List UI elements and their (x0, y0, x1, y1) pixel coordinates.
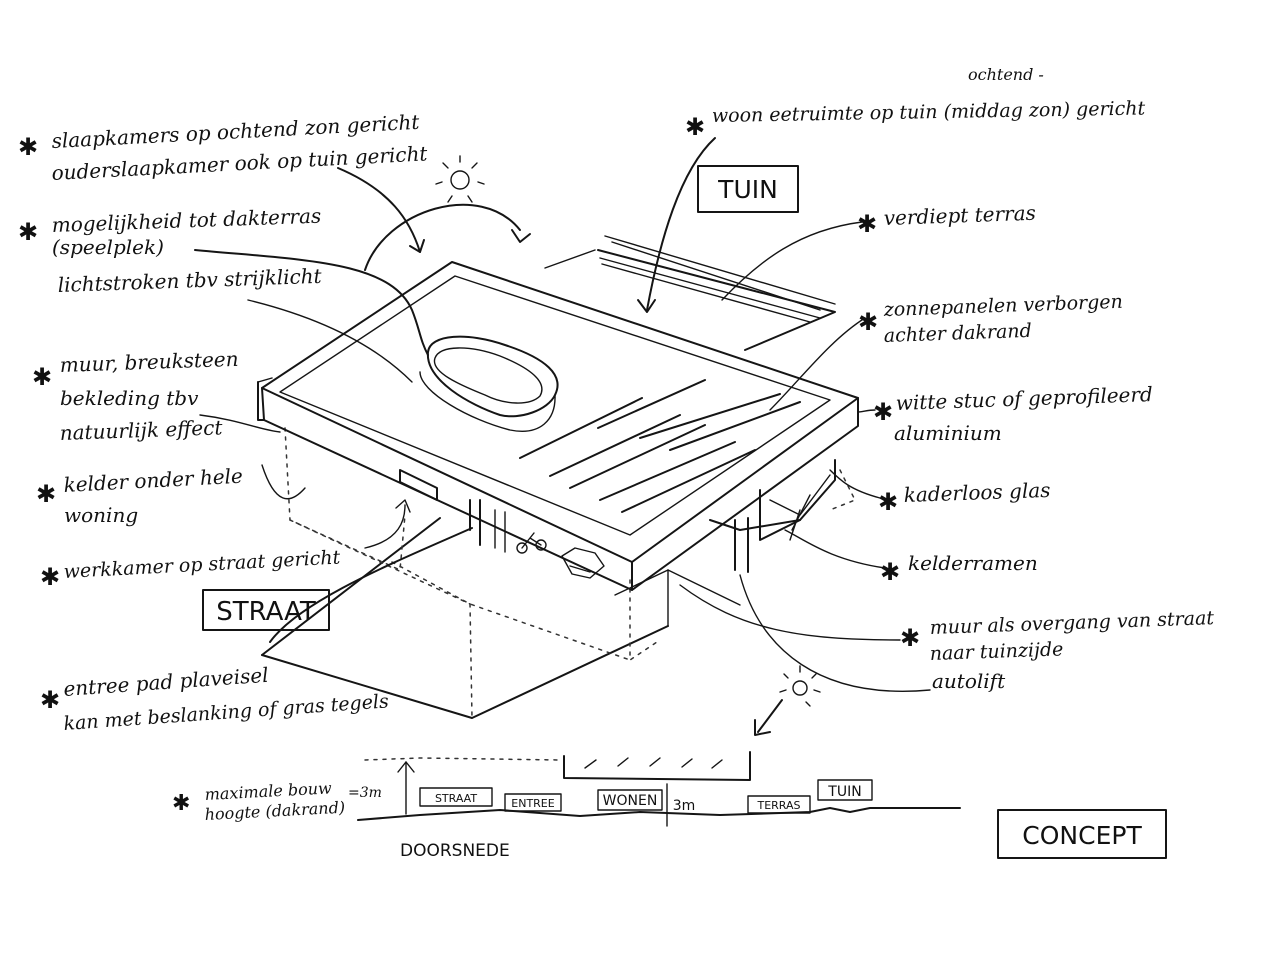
annotation-autolift: autolift (932, 669, 1006, 693)
annotation-verdiept: verdiept terras (883, 201, 1036, 230)
annotation-lichtstroken: lichtstroken tbv strijklicht (57, 264, 323, 297)
section-height: 3m (673, 798, 696, 814)
sun-icon (435, 155, 485, 203)
asterisk-icon: ✱ (878, 488, 898, 516)
asterisk-icon: ✱ (685, 113, 705, 141)
concept-label-box: CONCEPT (997, 809, 1167, 859)
section-wonen: WONEN (603, 793, 658, 809)
section-terras: TERRAS (756, 799, 800, 812)
annotation-entree: entree pad plaveisel (63, 663, 270, 701)
asterisk-icon: ✱ (40, 686, 60, 714)
annotation-kaderloos: kaderloos glas (903, 478, 1050, 507)
asterisk-icon: ✱ (18, 218, 38, 246)
annotation-dakterras: mogelijkheid tot dakterras (51, 204, 321, 237)
sun-icon (779, 665, 821, 707)
annotation-bekleding: bekleding tbv (60, 386, 199, 410)
straat-label-box: STRAAT (202, 589, 330, 631)
tuin-label: TUIN (717, 175, 778, 204)
tuin-label-box: TUIN (697, 165, 799, 213)
asterisk-icon: ✱ (18, 133, 38, 161)
annotation-muur: muur, breuksteen (59, 347, 239, 377)
asterisk-icons: ✱ ✱ ✱ ✱ ✱ ✱ ✱ ✱ ✱ ✱ ✱ ✱ ✱ ✱ (18, 113, 920, 816)
annotation-zonnepanelen: zonnepanelen verborgen (882, 291, 1123, 321)
annotation-natuurlijk: natuurlijk effect (59, 415, 223, 445)
straat-label: STRAAT (216, 597, 316, 627)
asterisk-icon: ✱ (36, 480, 56, 508)
annotation-werkkamer: werkkamer op straat gericht (63, 547, 341, 583)
annotation-witte-stuc: witte stuc of geprofileerd (895, 382, 1153, 415)
section-doorsnede: STRAAT ENTREE WONEN 3m TERRAS TUIN DOORS… (357, 751, 961, 861)
section-straat: STRAAT (435, 792, 477, 805)
asterisk-icon: ✱ (857, 210, 877, 238)
asterisk-icon: ✱ (858, 308, 878, 336)
asterisk-icon: ✱ (880, 558, 900, 586)
annotation-3m: =3m (348, 785, 382, 801)
annotation-kelderramen: kelderramen (908, 551, 1038, 575)
annotation-woning: woning (64, 503, 138, 527)
section-tuin: TUIN (827, 784, 861, 800)
annotation-ochtend: ochtend - (968, 65, 1044, 84)
concept-label: CONCEPT (1022, 821, 1142, 850)
annotation-tuinzijde: naar tuinzijde (929, 638, 1063, 665)
annotation-muur-overgang: muur als overgang van straat (929, 607, 1214, 639)
asterisk-icon: ✱ (172, 791, 190, 816)
annotation-dakrand: achter dakrand (883, 320, 1032, 347)
doorsnede-label: DOORSNEDE (400, 841, 510, 861)
asterisk-icon: ✱ (32, 363, 52, 391)
asterisk-icon: ✱ (40, 563, 60, 591)
section-entree: ENTREE (511, 797, 554, 810)
annotations-right: ochtend - woon eetruimte op tuin (middag… (204, 65, 1214, 824)
annotation-speelplek: (speelplek) (52, 235, 164, 259)
annotation-kelder: kelder onder hele (63, 464, 243, 497)
asterisk-icon: ✱ (900, 624, 920, 652)
annotation-woon: woon eetruimte op tuin (middag zon) geri… (712, 97, 1146, 127)
leader-lines (194, 137, 931, 736)
roof-features (419, 235, 836, 513)
building (257, 261, 859, 591)
annotation-aluminium: aluminium (894, 421, 1002, 445)
asterisk-icon: ✱ (873, 398, 893, 426)
